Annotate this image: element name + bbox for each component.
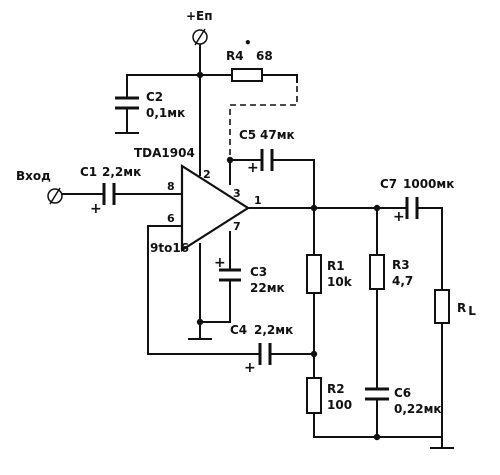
input-terminal-icon bbox=[47, 187, 63, 205]
input-label: Вход bbox=[16, 169, 51, 183]
c7-to-load-wire bbox=[416, 207, 443, 291]
c2-label: C2 bbox=[146, 90, 163, 104]
r2-value: 100 bbox=[327, 398, 352, 412]
ic-pin-note: 9to16 bbox=[150, 241, 189, 255]
pin-8-label: 8 bbox=[167, 180, 175, 193]
junction-dot bbox=[373, 433, 381, 441]
c5-output-wire bbox=[271, 159, 315, 209]
c7-plus-sign: + bbox=[393, 209, 405, 225]
junction-dot bbox=[196, 71, 204, 79]
r1-resistor-icon bbox=[306, 254, 322, 294]
r3-value: 4,7 bbox=[392, 274, 413, 288]
wires bbox=[61, 44, 443, 448]
c7-value: 1000мк bbox=[403, 177, 454, 191]
pin-7-label: 7 bbox=[233, 220, 241, 233]
c2-value: 0,1мк bbox=[146, 106, 185, 120]
c2-branch-wire bbox=[126, 74, 201, 99]
r4-value: 68 bbox=[256, 49, 273, 63]
pin6-wire bbox=[147, 225, 261, 355]
c7-label: C7 bbox=[380, 177, 397, 191]
c6-value: 0,22мк bbox=[394, 402, 442, 416]
r4-optional-link bbox=[229, 86, 298, 155]
r4-resistor-icon bbox=[231, 68, 263, 82]
c7-capacitor-icon bbox=[405, 197, 419, 219]
c4-value: 2,2мк bbox=[254, 323, 293, 337]
pin-3-label: 3 bbox=[233, 187, 241, 200]
r4-right-wire bbox=[261, 74, 298, 83]
r1-value: 10k bbox=[327, 275, 353, 289]
c5-value: 47мк bbox=[260, 128, 295, 142]
pin-6-label: 6 bbox=[167, 212, 175, 225]
r3-resistor-icon bbox=[369, 254, 385, 290]
c5-plus-sign: + bbox=[247, 160, 259, 176]
pin-2-label: 2 bbox=[203, 168, 211, 181]
c3-value: 22мк bbox=[250, 281, 285, 295]
supply-label: +Eп bbox=[186, 9, 213, 23]
c3-bottom-wire bbox=[199, 279, 231, 323]
c3-label: C3 bbox=[250, 265, 267, 279]
c3-plus-sign: + bbox=[214, 255, 226, 271]
ic-label: TDA1904 bbox=[134, 146, 195, 160]
rl-label-main: R bbox=[457, 301, 466, 315]
c1-value: 2,2мк bbox=[102, 165, 141, 179]
r4-label: R4 bbox=[226, 49, 244, 63]
c4-plus-sign: + bbox=[244, 360, 256, 376]
c5-label: C5 bbox=[239, 128, 256, 142]
c1-plus-sign: + bbox=[90, 201, 102, 217]
c6-capacitor-icon bbox=[365, 387, 389, 401]
junction-dot bbox=[226, 156, 234, 164]
ground-bus bbox=[313, 436, 443, 448]
r4-marker: • bbox=[244, 36, 252, 50]
c4-label: C4 bbox=[230, 323, 247, 337]
c2-capacitor-icon bbox=[115, 96, 139, 110]
c6-label: C6 bbox=[394, 386, 411, 400]
c5-capacitor-icon bbox=[260, 149, 274, 171]
pin-1-label: 1 bbox=[254, 194, 262, 207]
c3-capacitor-icon bbox=[219, 268, 241, 282]
junction-dot bbox=[310, 350, 318, 358]
supply-terminal-icon bbox=[192, 28, 208, 46]
r2-resistor-icon bbox=[306, 377, 322, 414]
c1-capacitor-icon bbox=[102, 183, 116, 205]
junction-dot bbox=[310, 204, 318, 212]
c4-capacitor-icon bbox=[258, 343, 272, 365]
junction-dot bbox=[196, 318, 204, 326]
rl-resistor-icon bbox=[434, 289, 450, 324]
tda1904-amplifier-icon bbox=[180, 163, 251, 253]
r1-label: R1 bbox=[327, 259, 345, 273]
r2-label: R2 bbox=[327, 382, 345, 396]
junction-dot bbox=[373, 204, 381, 212]
rl-label-subscript: L bbox=[468, 304, 476, 318]
r3-label: R3 bbox=[392, 258, 410, 272]
c1-label: C1 bbox=[80, 165, 97, 179]
